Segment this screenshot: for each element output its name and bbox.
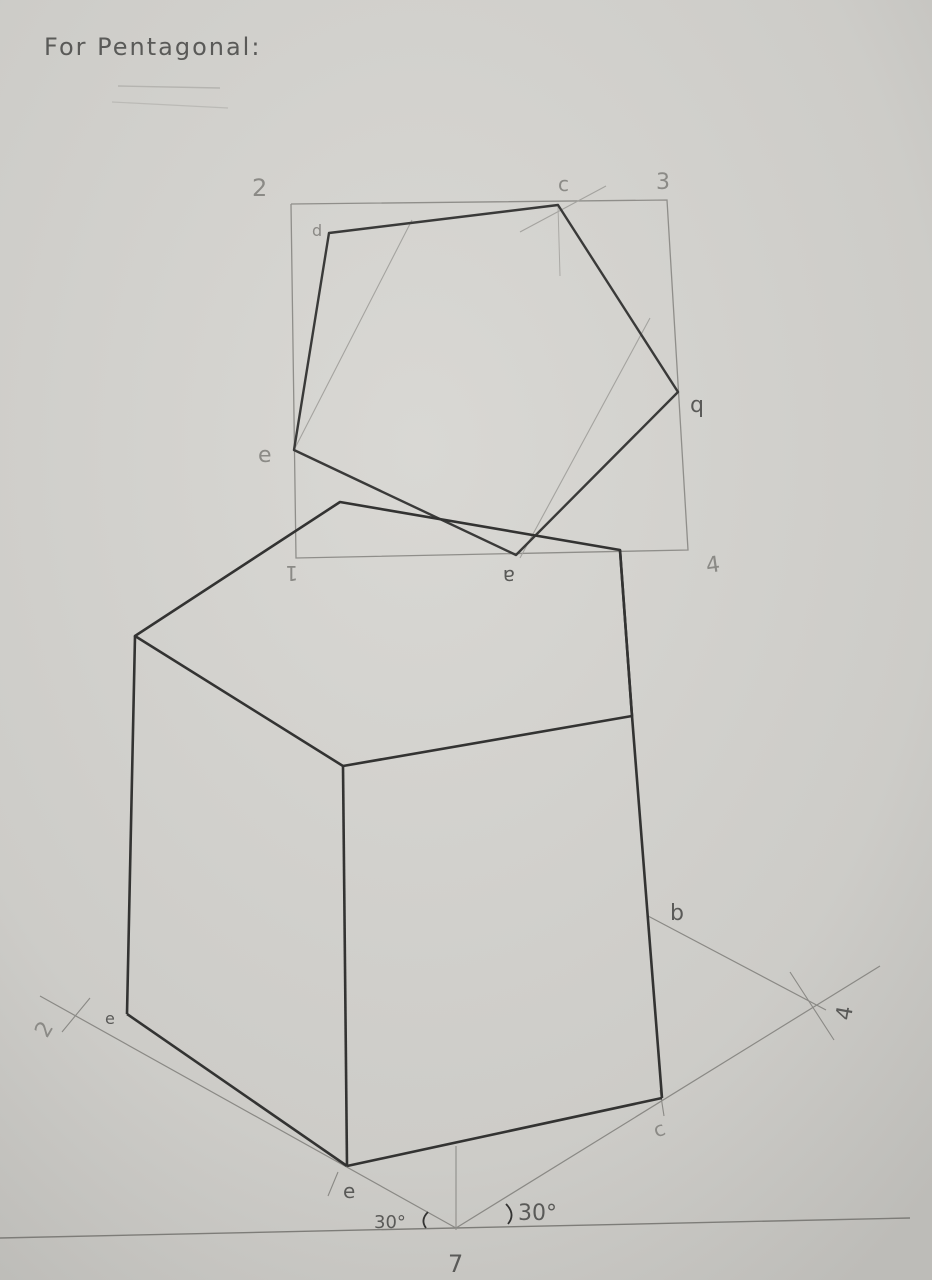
plan-view: 2 3 4 1 c d b e a <box>252 170 722 589</box>
plan-corner-2-label: 2 <box>252 174 267 202</box>
plan-construction-line <box>557 205 561 277</box>
angle-right-label: 30° <box>518 1201 557 1226</box>
iso-axis-left <box>39 995 457 1229</box>
heading-underline <box>117 85 221 89</box>
plan-enclosing-square <box>290 199 689 559</box>
prism-bottom-left <box>126 1012 348 1168</box>
heading-underline-2 <box>111 101 229 109</box>
iso-tick-e <box>327 1171 339 1197</box>
plan-vertex-d-label: d <box>312 221 322 240</box>
iso-vertex-e-front-label: e <box>343 1179 355 1203</box>
iso-vertex-e-left-label: e <box>105 1009 115 1028</box>
angle-arc-left <box>422 1211 429 1229</box>
plan-corner-1-label: 1 <box>285 561 298 585</box>
iso-bottom-corner-label: 7 <box>448 1250 463 1278</box>
plan-construction-line <box>293 219 413 451</box>
prism-edge-front <box>341 765 349 1167</box>
plan-vertex-c-label: c <box>558 172 569 196</box>
angle-left-label: 30° <box>374 1212 406 1233</box>
plan-vertex-e-label: e <box>258 443 272 468</box>
plan-vertex-a-label: a <box>503 565 515 589</box>
plan-corner-3-label: 3 <box>656 170 670 195</box>
plan-corner-4-label: 4 <box>704 552 721 579</box>
prism-edge-right <box>618 549 634 717</box>
heading-text: For Pentagonal: <box>44 33 261 61</box>
iso-tick-left <box>61 997 91 1033</box>
plan-construction-line <box>519 317 651 559</box>
prism-edge-right-lower <box>630 715 664 1099</box>
prism-bottom-right <box>346 1096 663 1168</box>
plan-pentagon <box>292 203 680 557</box>
iso-vertex-b-label: b <box>670 901 684 926</box>
iso-tick-right <box>789 971 835 1041</box>
isometric-view: 2 e e b c 4 7 30° 30° <box>0 500 911 1278</box>
plan-construction-line <box>519 185 607 233</box>
iso-construction-right <box>647 915 827 1011</box>
iso-axis-right <box>455 965 881 1229</box>
plan-vertex-b-label: b <box>690 394 704 419</box>
iso-right-corner-label: 4 <box>832 1004 859 1022</box>
prism-edge-left <box>125 635 137 1015</box>
angle-arc-right <box>505 1203 513 1225</box>
